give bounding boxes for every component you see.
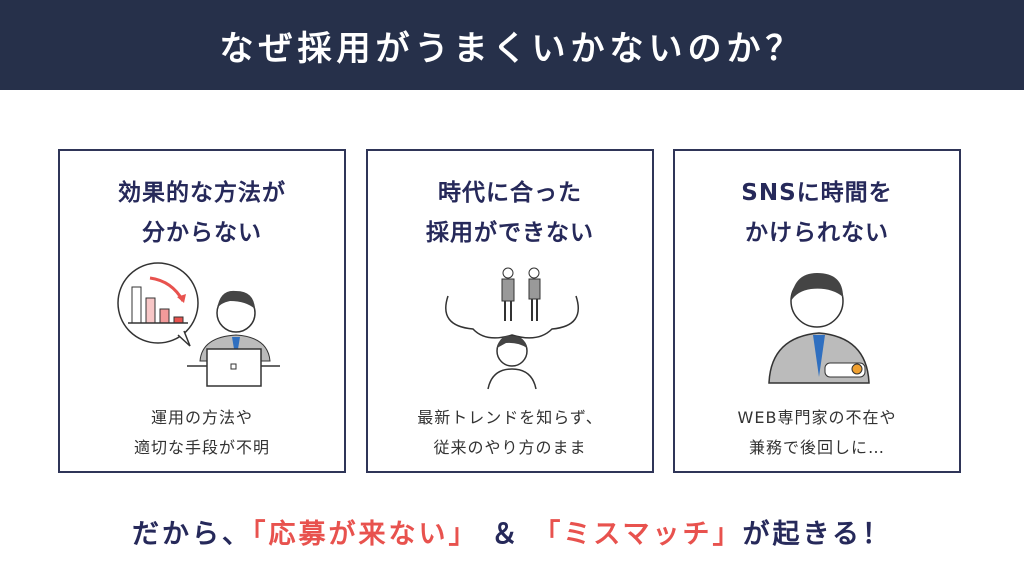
checking-watch-person-icon — [768, 273, 870, 384]
conclusion-highlight-no-applicants: 「応募が来ない」 — [252, 519, 479, 550]
reason-card-trend: 時代に合った採用ができない 最新トレンドを知らず、従来のやり方のまま — [366, 149, 654, 473]
card-description-line: 適切な手段が不明 — [133, 438, 270, 457]
conclusion-text: だから、「応募が来ない」 ＆ 「ミスマッチ」が起きる！ — [0, 512, 1024, 551]
conclusion-part: ＆ — [478, 519, 534, 550]
header-banner: なぜ採用がうまくいかないのか？ — [0, 0, 1024, 90]
card-title-line: SNSに時間を — [741, 180, 893, 206]
reason-card-method: 効果的な方法が分からない 運用の方法や適切な手段が不明 — [58, 149, 346, 473]
page-title: なぜ採用がうまくいかないのか？ — [219, 28, 805, 69]
conclusion-part: だから、 — [132, 519, 252, 550]
conclusion-part: が起きる！ — [742, 519, 892, 550]
card-description-line: 運用の方法や — [150, 408, 253, 427]
card-title-line: 採用ができない — [426, 220, 594, 246]
thinking-about-candidates-icon — [445, 267, 579, 390]
card-title-line: 分からない — [142, 220, 262, 246]
card-description-line: 最新トレンドを知らず、 — [417, 408, 603, 427]
card-description-line: WEB専門家の不在や — [737, 408, 897, 427]
declining-chart-thinking-person-icon — [117, 262, 280, 387]
card-title-line: かけられない — [745, 220, 889, 246]
card-description-line: 兼務で後回しに… — [748, 438, 885, 457]
card-title-line: 時代に合った — [438, 180, 582, 206]
conclusion-highlight-mismatch: 「ミスマッチ」 — [533, 519, 743, 550]
card-description-line: 従来のやり方のまま — [433, 438, 587, 457]
card-title-line: 効果的な方法が — [118, 180, 286, 206]
reason-card-sns: SNSに時間をかけられない WEB専門家の不在や兼務で後回しに… — [673, 149, 961, 473]
